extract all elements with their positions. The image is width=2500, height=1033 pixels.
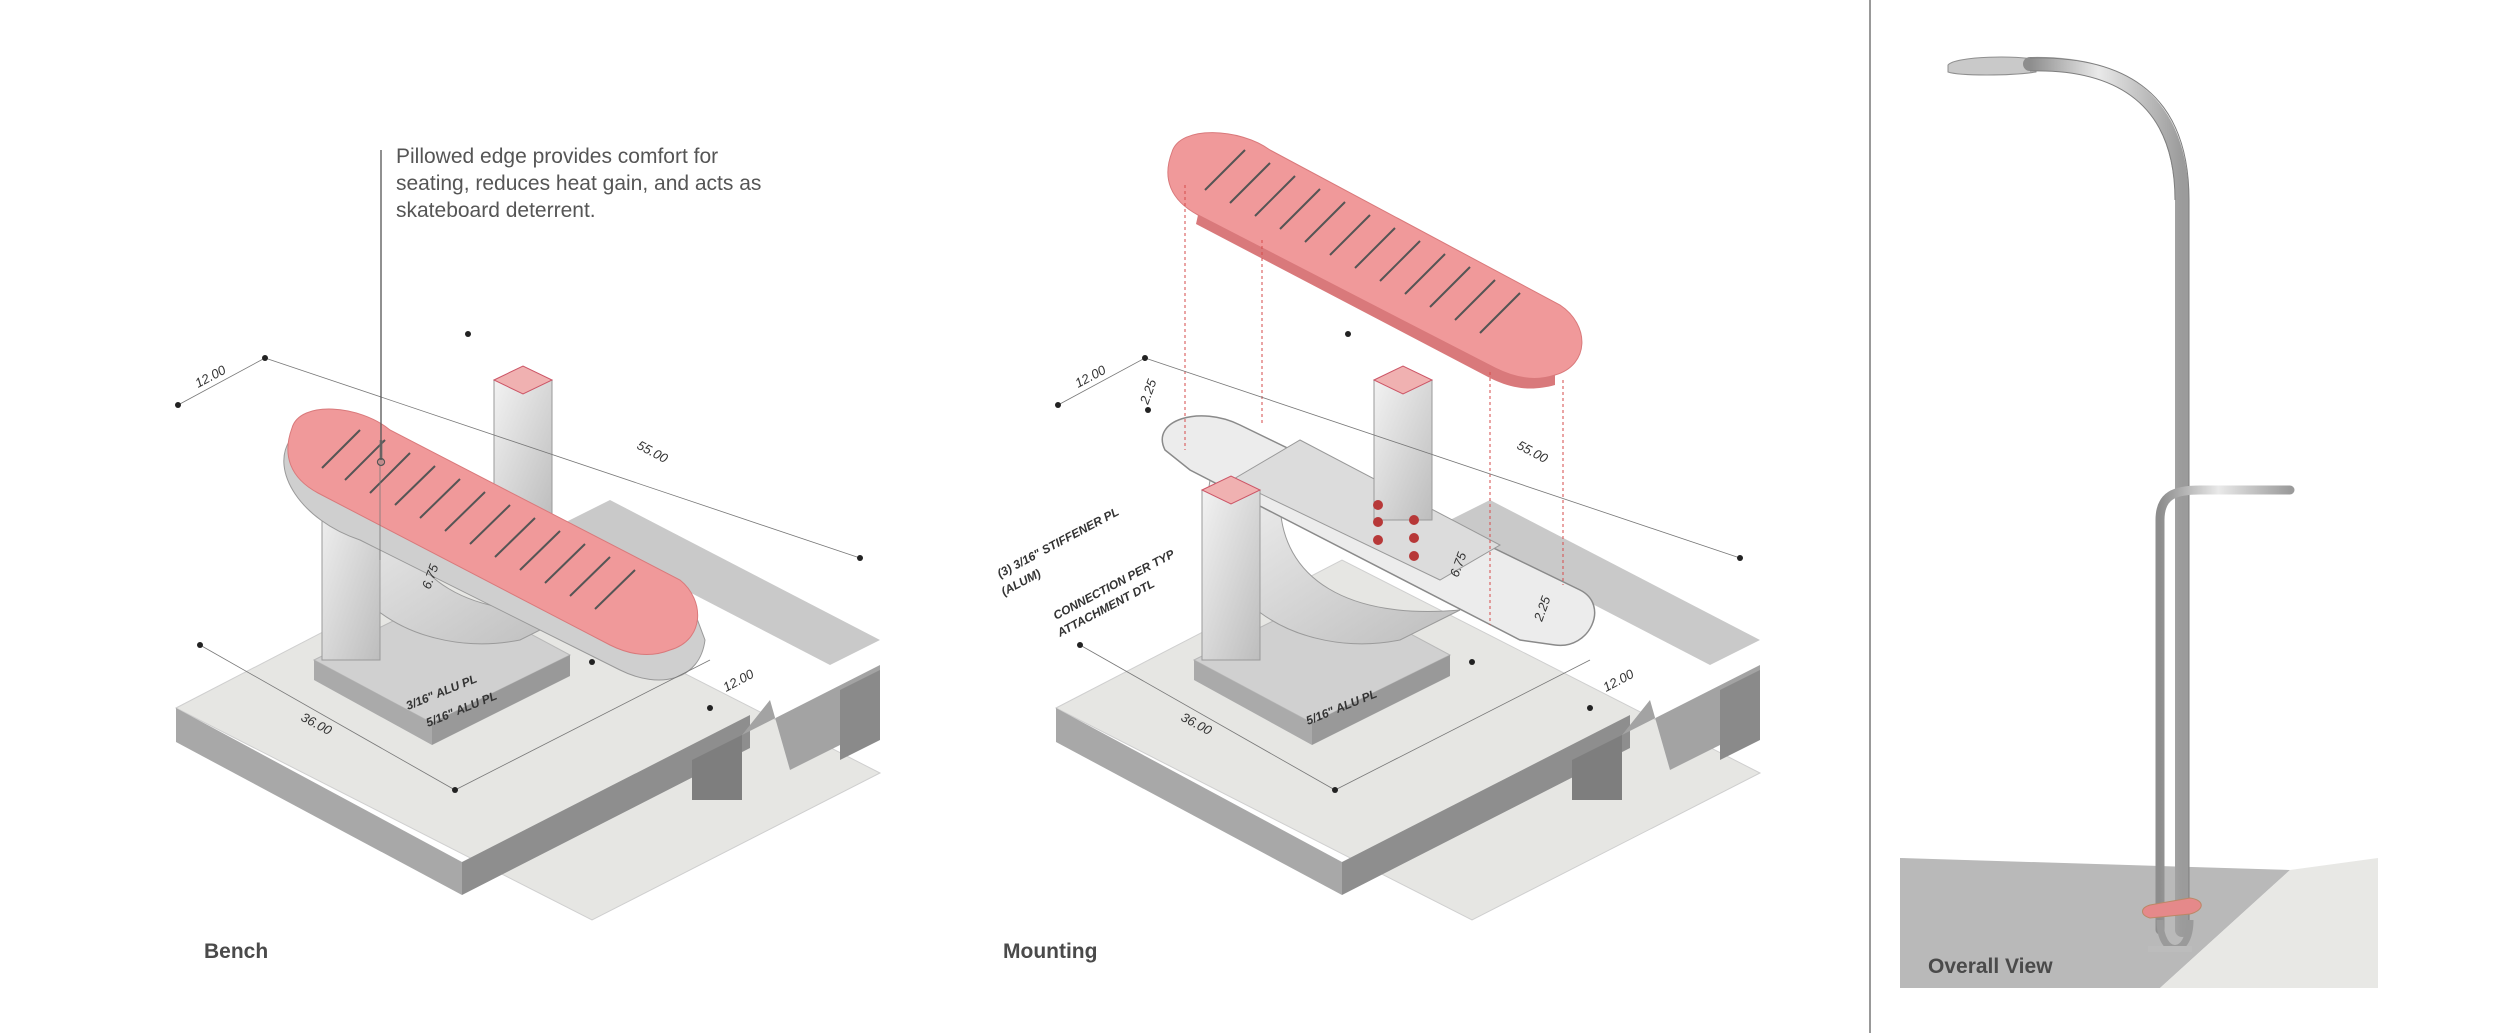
mounting-curb-side bbox=[1572, 735, 1622, 800]
mounting-label-stiffener-1: (3) 3/16" STIFFENER PL bbox=[995, 505, 1121, 581]
bench-dim-12-left: 12.00 bbox=[192, 362, 228, 391]
mounting-drawing: 12.00 2.25 55.00 6.75 2.25 36.00 12.00 (… bbox=[995, 132, 1762, 921]
overall-view-caption: Overall View bbox=[1928, 955, 2053, 978]
bench-post-cap-right bbox=[492, 365, 554, 395]
annotation-line-3: skateboard deterrent. bbox=[396, 199, 596, 222]
bench-seat-slats bbox=[321, 429, 636, 610]
bench-curb-side bbox=[692, 735, 742, 800]
mounting-dimension-dots bbox=[1055, 331, 1743, 793]
mounting-slab-left bbox=[1056, 708, 1342, 895]
annotation-line-1: Pillowed edge provides comfort for bbox=[396, 145, 719, 168]
bench-drawing: 12.00 55.00 6.75 36.00 12.00 3/16" ALU P… bbox=[174, 150, 882, 921]
mounting-post-left bbox=[1201, 489, 1261, 661]
mounting-dim-2-25-top: 2.25 bbox=[1136, 376, 1159, 407]
bench-dimension-dots bbox=[175, 331, 863, 793]
bench-slab-front bbox=[462, 715, 750, 895]
mounting-dim-55: 55.00 bbox=[1515, 437, 1551, 466]
annotation-line-2: seating, reduces heat gain, and acts as bbox=[396, 172, 762, 195]
bench-seat-top bbox=[287, 408, 699, 655]
lamp-head bbox=[1947, 56, 2037, 76]
mounting-dim-12-right: 12.00 bbox=[1600, 666, 1636, 695]
bench-slab-left bbox=[176, 708, 462, 895]
bench-dimension-lines bbox=[177, 357, 861, 791]
mounting-seat-slats bbox=[1204, 149, 1521, 334]
mounting-frame-inner bbox=[1230, 439, 1502, 581]
mounting-slab-front bbox=[1342, 715, 1630, 895]
overall-ground-sidewalk bbox=[2160, 858, 2378, 988]
lamp-loop-arm bbox=[2155, 485, 2295, 935]
mounting-post-cap-right bbox=[1372, 365, 1434, 395]
bench-dim-12-right: 12.00 bbox=[720, 666, 756, 695]
bench-curb-top bbox=[560, 500, 880, 665]
bench-dim-55: 55.00 bbox=[635, 437, 671, 466]
lamp-arm bbox=[2023, 56, 2189, 937]
mounting-base-plate-front bbox=[1312, 655, 1450, 745]
mounting-post-cap-left bbox=[1200, 475, 1262, 505]
pillowed-edge-annotation: Pillowed edge provides comfort for seati… bbox=[396, 143, 816, 224]
bench-caption: Bench bbox=[204, 940, 269, 963]
mounting-post-right bbox=[1373, 379, 1433, 521]
mounting-explode-lines bbox=[1184, 185, 1564, 625]
overall-bench-base bbox=[2148, 946, 2192, 952]
overall-bench-seat bbox=[2142, 897, 2202, 919]
lamp-arm-outline bbox=[2029, 57, 2190, 930]
overall-ground-back bbox=[1900, 858, 2290, 988]
bench-base-plate-side bbox=[314, 660, 432, 745]
mounting-base-plate-side bbox=[1194, 660, 1312, 745]
mounting-dimension-lines bbox=[1057, 357, 1741, 791]
mounting-seat-exploded bbox=[1167, 132, 1583, 379]
mounting-curb-top bbox=[1440, 500, 1760, 665]
bench-base-plate-front bbox=[432, 655, 570, 745]
mounting-curb-end bbox=[1720, 670, 1760, 760]
mounting-bolts bbox=[1373, 500, 1419, 561]
annotation-leader-dot bbox=[376, 457, 386, 467]
bench-curb-end bbox=[840, 670, 880, 760]
mounting-caption: Mounting bbox=[1003, 940, 1098, 963]
mounting-dim-12-left: 12.00 bbox=[1072, 362, 1108, 391]
overall-view-drawing bbox=[1900, 56, 2378, 988]
